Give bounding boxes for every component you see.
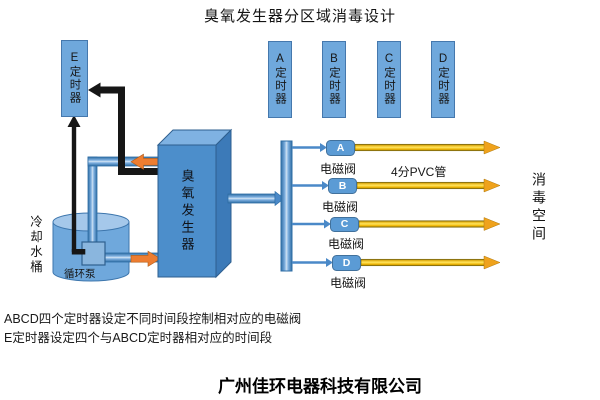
timer-box-b: B定时器 <box>322 41 346 118</box>
footnotes: ABCD四个定时器设定不同时间段控制相对应的电磁阀 E定时器设定四个与ABCD定… <box>4 310 301 348</box>
disinfection-space-label: 消毒空间 <box>531 172 547 244</box>
water-flow-arrow-out <box>130 153 161 170</box>
water-flow-arrow-in <box>130 250 162 267</box>
valve-label-c: 电磁阀 <box>328 237 365 251</box>
valve-chip-b: B <box>328 178 357 194</box>
page-title: 臭氧发生器分区域消毒设计 <box>203 8 396 25</box>
pvc-pipe-label: 4分PVC管 <box>391 165 447 179</box>
circulation-pump-shape <box>81 241 106 266</box>
branch-arrow-d <box>292 258 333 267</box>
timer-box-c: C定时器 <box>377 41 401 118</box>
company-name: 广州佳环电器科技有限公司 <box>218 377 422 396</box>
signal-line-generator-to-e-timer <box>88 82 158 175</box>
valve-chip-a: A <box>326 140 355 156</box>
cooling-bucket-label: 冷却水桶 <box>28 215 42 275</box>
valve-label-a: 电磁阀 <box>320 162 357 176</box>
valve-chip-d: D <box>332 255 361 271</box>
branch-arrow-a <box>292 143 327 152</box>
pvc-pipe-a <box>354 140 501 155</box>
footnote-line-2: E定时器设定四个与ABCD定时器相对应的时间段 <box>4 330 273 345</box>
footnote-line-1: ABCD四个定时器设定不同时间段控制相对应的电磁阀 <box>4 312 302 326</box>
valve-label-d: 电磁阀 <box>330 276 367 290</box>
main-ozone-pipe <box>227 190 285 207</box>
timer-box-d: D定时器 <box>431 41 455 118</box>
valve-label-b: 电磁阀 <box>322 200 359 214</box>
e-timer-box: E定时器 <box>61 40 88 117</box>
pvc-pipe-b <box>356 178 501 193</box>
ozone-generator-label: 臭氧发生器 <box>179 168 195 254</box>
ozone-generator-shape <box>156 128 233 279</box>
pvc-pipe-d <box>360 255 501 270</box>
timer-box-a: A定时器 <box>268 41 292 118</box>
signal-line-pump-to-e-timer <box>67 115 86 255</box>
valve-chip-c: C <box>330 216 359 232</box>
pvc-pipe-c <box>358 217 501 231</box>
branch-arrow-c <box>292 219 331 229</box>
manifold-bar <box>280 140 293 272</box>
circulation-pump-label: 循环泵 <box>64 268 96 280</box>
branch-arrow-b <box>292 181 329 190</box>
